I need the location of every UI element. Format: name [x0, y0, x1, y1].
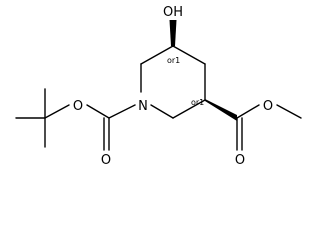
- ester-ether-oxygen-label: O: [263, 99, 273, 114]
- boc-carbonyl-oxygen-label: O: [101, 153, 111, 168]
- ring-nitrogen-label: N: [138, 99, 148, 114]
- bond-c5-c4: [172, 45, 206, 65]
- hydroxyl-label: OH: [163, 5, 183, 20]
- bond-n1-carbamate-c: [108, 104, 136, 119]
- boc-ether-oxygen-label: O: [73, 99, 83, 114]
- stereo-label-c3: or1: [191, 98, 204, 107]
- molecule-diagram: OH N O O O O or1 or1: [15, 5, 302, 168]
- stereo-label-c5: or1: [167, 56, 180, 65]
- wedge-bond-c5-oh: [169, 20, 177, 46]
- bond-c3-c2: [172, 99, 206, 119]
- bond-carbamate-c-o-ether: [86, 104, 110, 119]
- wedge-bond-c3-ester: [205, 99, 237, 121]
- bond-c6-c5: [140, 45, 174, 65]
- ester-carbonyl-oxygen-label: O: [235, 153, 245, 168]
- bond-ester-c-o-ether: [236, 104, 260, 119]
- structure-canvas: OH N O O O O or1 or1: [15, 5, 302, 168]
- bond-c2-n1: [150, 104, 174, 119]
- bond-o-tbu-c: [44, 104, 70, 119]
- bond-o-methyl: [276, 104, 302, 119]
